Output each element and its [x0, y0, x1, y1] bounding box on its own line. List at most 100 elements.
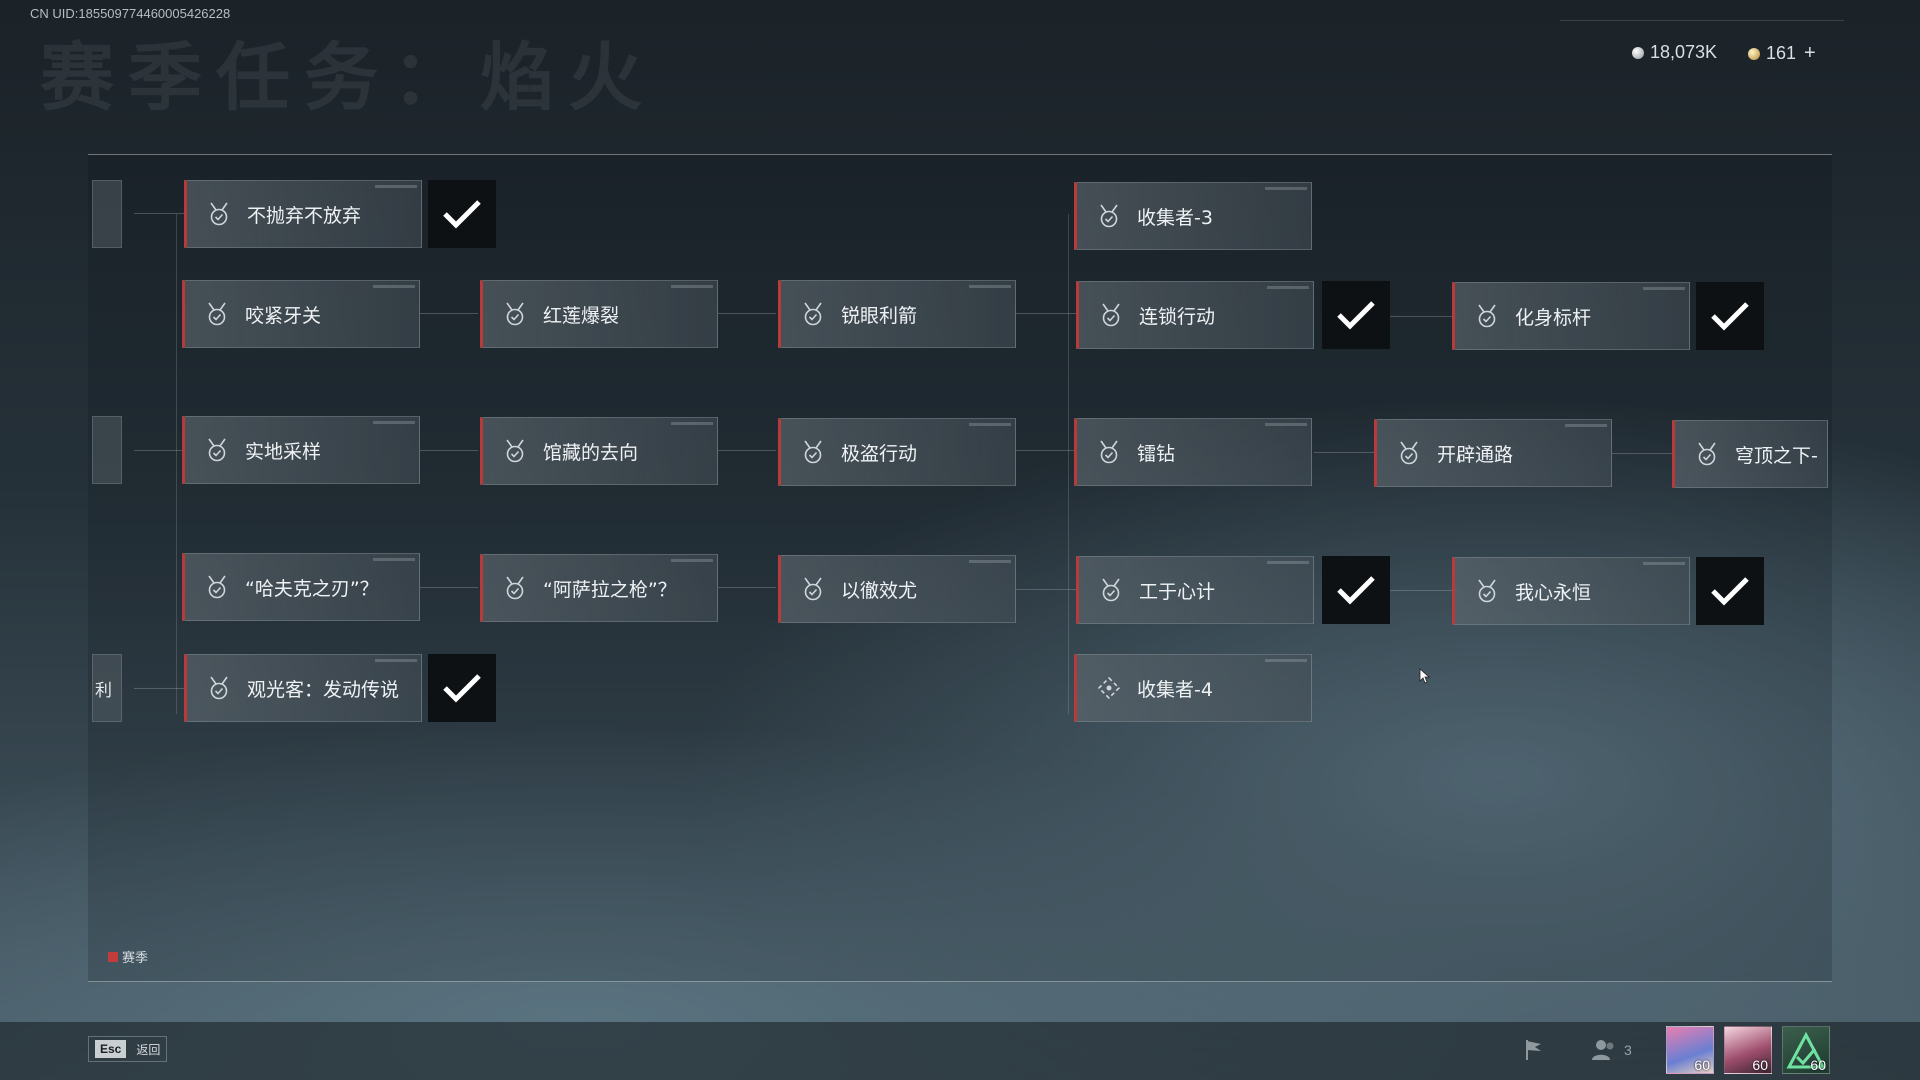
- medal-icon: [501, 574, 529, 602]
- connector: [1016, 450, 1076, 451]
- connector: [718, 313, 776, 314]
- stub-node-bottom[interactable]: 利: [92, 654, 122, 722]
- task-tag: [1643, 287, 1685, 290]
- task-node[interactable]: 咬紧牙关: [182, 280, 420, 348]
- operator-level: 60: [1810, 1057, 1826, 1073]
- task-node[interactable]: 化身标杆: [1452, 282, 1690, 350]
- task-node[interactable]: 镭钻: [1074, 418, 1312, 486]
- task-tag: [1643, 562, 1685, 565]
- connector: [1390, 590, 1452, 591]
- task-node[interactable]: 收集者-4: [1074, 654, 1312, 722]
- diamond-target-icon: [1095, 674, 1123, 702]
- task-label: 化身标杆: [1515, 306, 1592, 329]
- task-label: 红莲爆裂: [543, 304, 620, 327]
- task-label: 咬紧牙关: [245, 304, 322, 327]
- connector: [420, 313, 478, 314]
- medal-icon: [1473, 577, 1501, 605]
- task-node[interactable]: 开辟通路: [1374, 419, 1612, 487]
- task-tag: [1267, 561, 1309, 564]
- completed-check-icon: [1322, 281, 1390, 349]
- connector: [134, 450, 184, 451]
- medal-icon: [1097, 576, 1125, 604]
- task-label: 实地采样: [245, 440, 322, 463]
- task-node[interactable]: 以徹效尤: [778, 555, 1016, 623]
- medal-icon: [1095, 202, 1123, 230]
- task-node[interactable]: 连锁行动: [1076, 281, 1314, 349]
- task-node[interactable]: 我心永恒: [1452, 557, 1690, 625]
- medal-icon: [799, 438, 827, 466]
- stub-node-mid[interactable]: [92, 416, 122, 484]
- connector: [134, 688, 184, 689]
- add-currency-button[interactable]: +: [1804, 42, 1816, 64]
- stub-node-top[interactable]: [92, 180, 122, 248]
- connector: [1390, 316, 1452, 317]
- medal-icon: [501, 300, 529, 328]
- medal-icon: [205, 200, 233, 228]
- esc-key-label: Esc: [95, 1040, 127, 1058]
- completed-check-icon: [1696, 557, 1764, 625]
- squad-count: 3: [1624, 1042, 1632, 1058]
- bottom-bar: [0, 1022, 1920, 1080]
- silver-coin-icon: [1632, 46, 1644, 59]
- medal-icon: [1097, 301, 1125, 329]
- back-label: 返回: [136, 1042, 161, 1057]
- task-node[interactable]: 工于心计: [1076, 556, 1314, 624]
- operator-level: 60: [1752, 1057, 1768, 1073]
- medal-icon: [1693, 440, 1721, 468]
- task-label: 极盗行动: [841, 442, 918, 465]
- task-tag: [1265, 659, 1307, 662]
- medal-icon: [205, 674, 233, 702]
- task-label: 不抛弃不放弃: [247, 204, 362, 227]
- page-title: 赛季任务：焰火: [40, 35, 656, 121]
- completed-check-icon: [428, 654, 496, 722]
- squad-icon[interactable]: [1590, 1036, 1618, 1064]
- task-node[interactable]: 馆藏的去向: [480, 417, 718, 485]
- task-node[interactable]: 不抛弃不放弃: [184, 180, 422, 248]
- task-label: 镭钻: [1137, 442, 1176, 465]
- connector: [420, 587, 478, 588]
- top-divider: [1560, 20, 1844, 21]
- task-tag: [373, 558, 415, 561]
- task-tag: [1265, 187, 1307, 190]
- task-node[interactable]: 穹顶之下-: [1672, 420, 1828, 488]
- task-tag: [375, 659, 417, 662]
- connector: [718, 450, 776, 451]
- connector: [1016, 589, 1076, 590]
- medal-icon: [203, 436, 231, 464]
- connector: [134, 213, 184, 214]
- task-node[interactable]: 锐眼利箭: [778, 280, 1016, 348]
- task-label: 连锁行动: [1139, 305, 1216, 328]
- task-node[interactable]: “哈夫克之刃”？: [182, 553, 420, 621]
- operator-portrait-3[interactable]: 60: [1782, 1026, 1830, 1074]
- gold-amount: 161: [1766, 43, 1797, 63]
- operator-portrait-1[interactable]: 60: [1666, 1026, 1714, 1074]
- task-label: 工于心计: [1139, 580, 1216, 603]
- uid-label: CN UID:185509774460005426228: [30, 6, 231, 21]
- silver-amount: 18,073K: [1650, 42, 1718, 62]
- trunk-line-left: [176, 214, 177, 714]
- legend: 赛季: [108, 947, 148, 966]
- task-node[interactable]: 红莲爆裂: [480, 280, 718, 348]
- task-node[interactable]: 极盗行动: [778, 418, 1016, 486]
- gold-currency: 161 +: [1748, 42, 1816, 65]
- task-label: 馆藏的去向: [543, 441, 639, 464]
- task-node[interactable]: 观光客：发动传说: [184, 654, 422, 722]
- task-node[interactable]: 实地采样: [182, 416, 420, 484]
- mouse-cursor-icon: [1418, 668, 1431, 688]
- task-tag: [671, 559, 713, 562]
- task-node[interactable]: 收集者-3: [1074, 182, 1312, 250]
- medal-icon: [203, 573, 231, 601]
- flag-icon[interactable]: [1520, 1036, 1548, 1064]
- completed-check-icon: [1322, 556, 1390, 624]
- task-tag: [969, 560, 1011, 563]
- operator-level: 60: [1694, 1057, 1710, 1073]
- operator-portrait-2[interactable]: 60: [1724, 1026, 1772, 1074]
- task-tag: [373, 421, 415, 424]
- task-node[interactable]: “阿萨拉之枪”？: [480, 554, 718, 622]
- back-button[interactable]: Esc 返回: [88, 1036, 168, 1062]
- task-label: 收集者-4: [1137, 678, 1213, 701]
- gold-coin-icon: [1748, 47, 1760, 60]
- task-tag: [969, 423, 1011, 426]
- medal-icon: [203, 300, 231, 328]
- connector: [718, 587, 776, 588]
